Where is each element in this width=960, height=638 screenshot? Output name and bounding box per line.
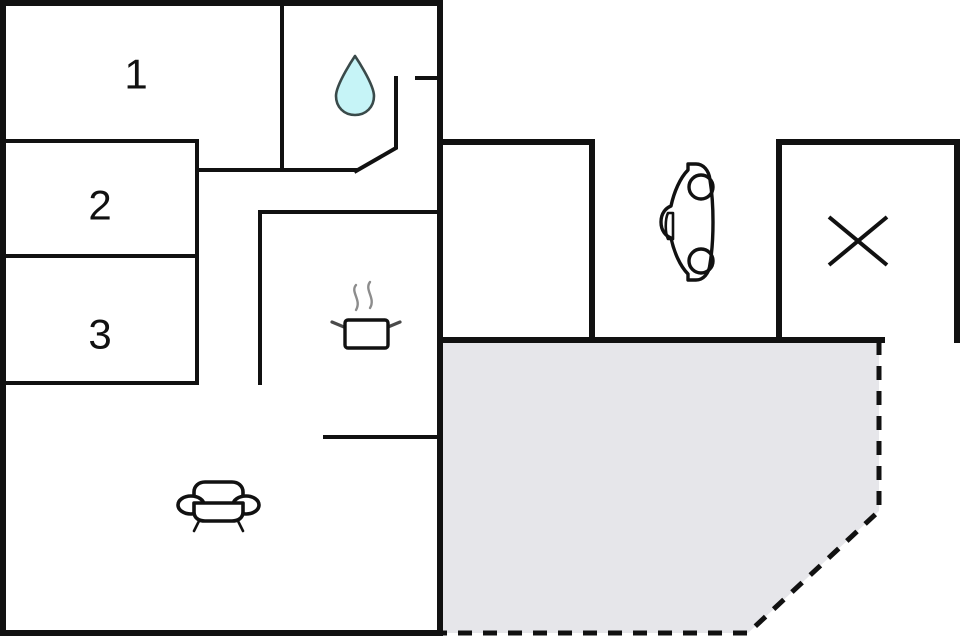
main-building-outline [0,0,443,636]
terrace-area [441,341,882,636]
sofa-leg-left [192,519,201,533]
car-wheel-front [687,173,715,201]
carport-area [437,139,885,343]
water-drop-shape [334,54,376,117]
car-window [664,211,675,241]
cross-stroke-b [827,215,889,267]
pot-body [343,318,390,350]
car-body [659,162,715,282]
sofa-leg-right [236,519,245,533]
room-number-1: 1 [124,51,147,98]
cross-icon [827,215,889,267]
pot-handle-right [386,320,402,329]
terrace-dashed-boundary [441,341,882,636]
sofa-backrest [192,480,245,503]
wall-bathroom-diagonal [353,76,398,174]
car-icon [659,162,715,282]
cooking-pot-icon [330,280,402,350]
main-building-walls [0,0,443,636]
excluded-room-area [776,139,960,343]
sofa-icon [176,480,261,533]
room-number-3: 3 [88,311,111,358]
car-wheel-rear [687,247,715,275]
room-number-2: 2 [88,182,111,229]
sofa-seat [192,501,245,523]
terrace-shading [441,341,879,633]
wall-kitchen [258,210,442,385]
steam-line-left [353,283,359,312]
excluded-room-walls [776,139,960,343]
interior-walls [1,1,442,439]
pot-handle-left [330,320,346,329]
steam-line-right [367,280,373,310]
carport-left-room-walls [437,139,595,343]
water-drop-icon [334,54,376,117]
